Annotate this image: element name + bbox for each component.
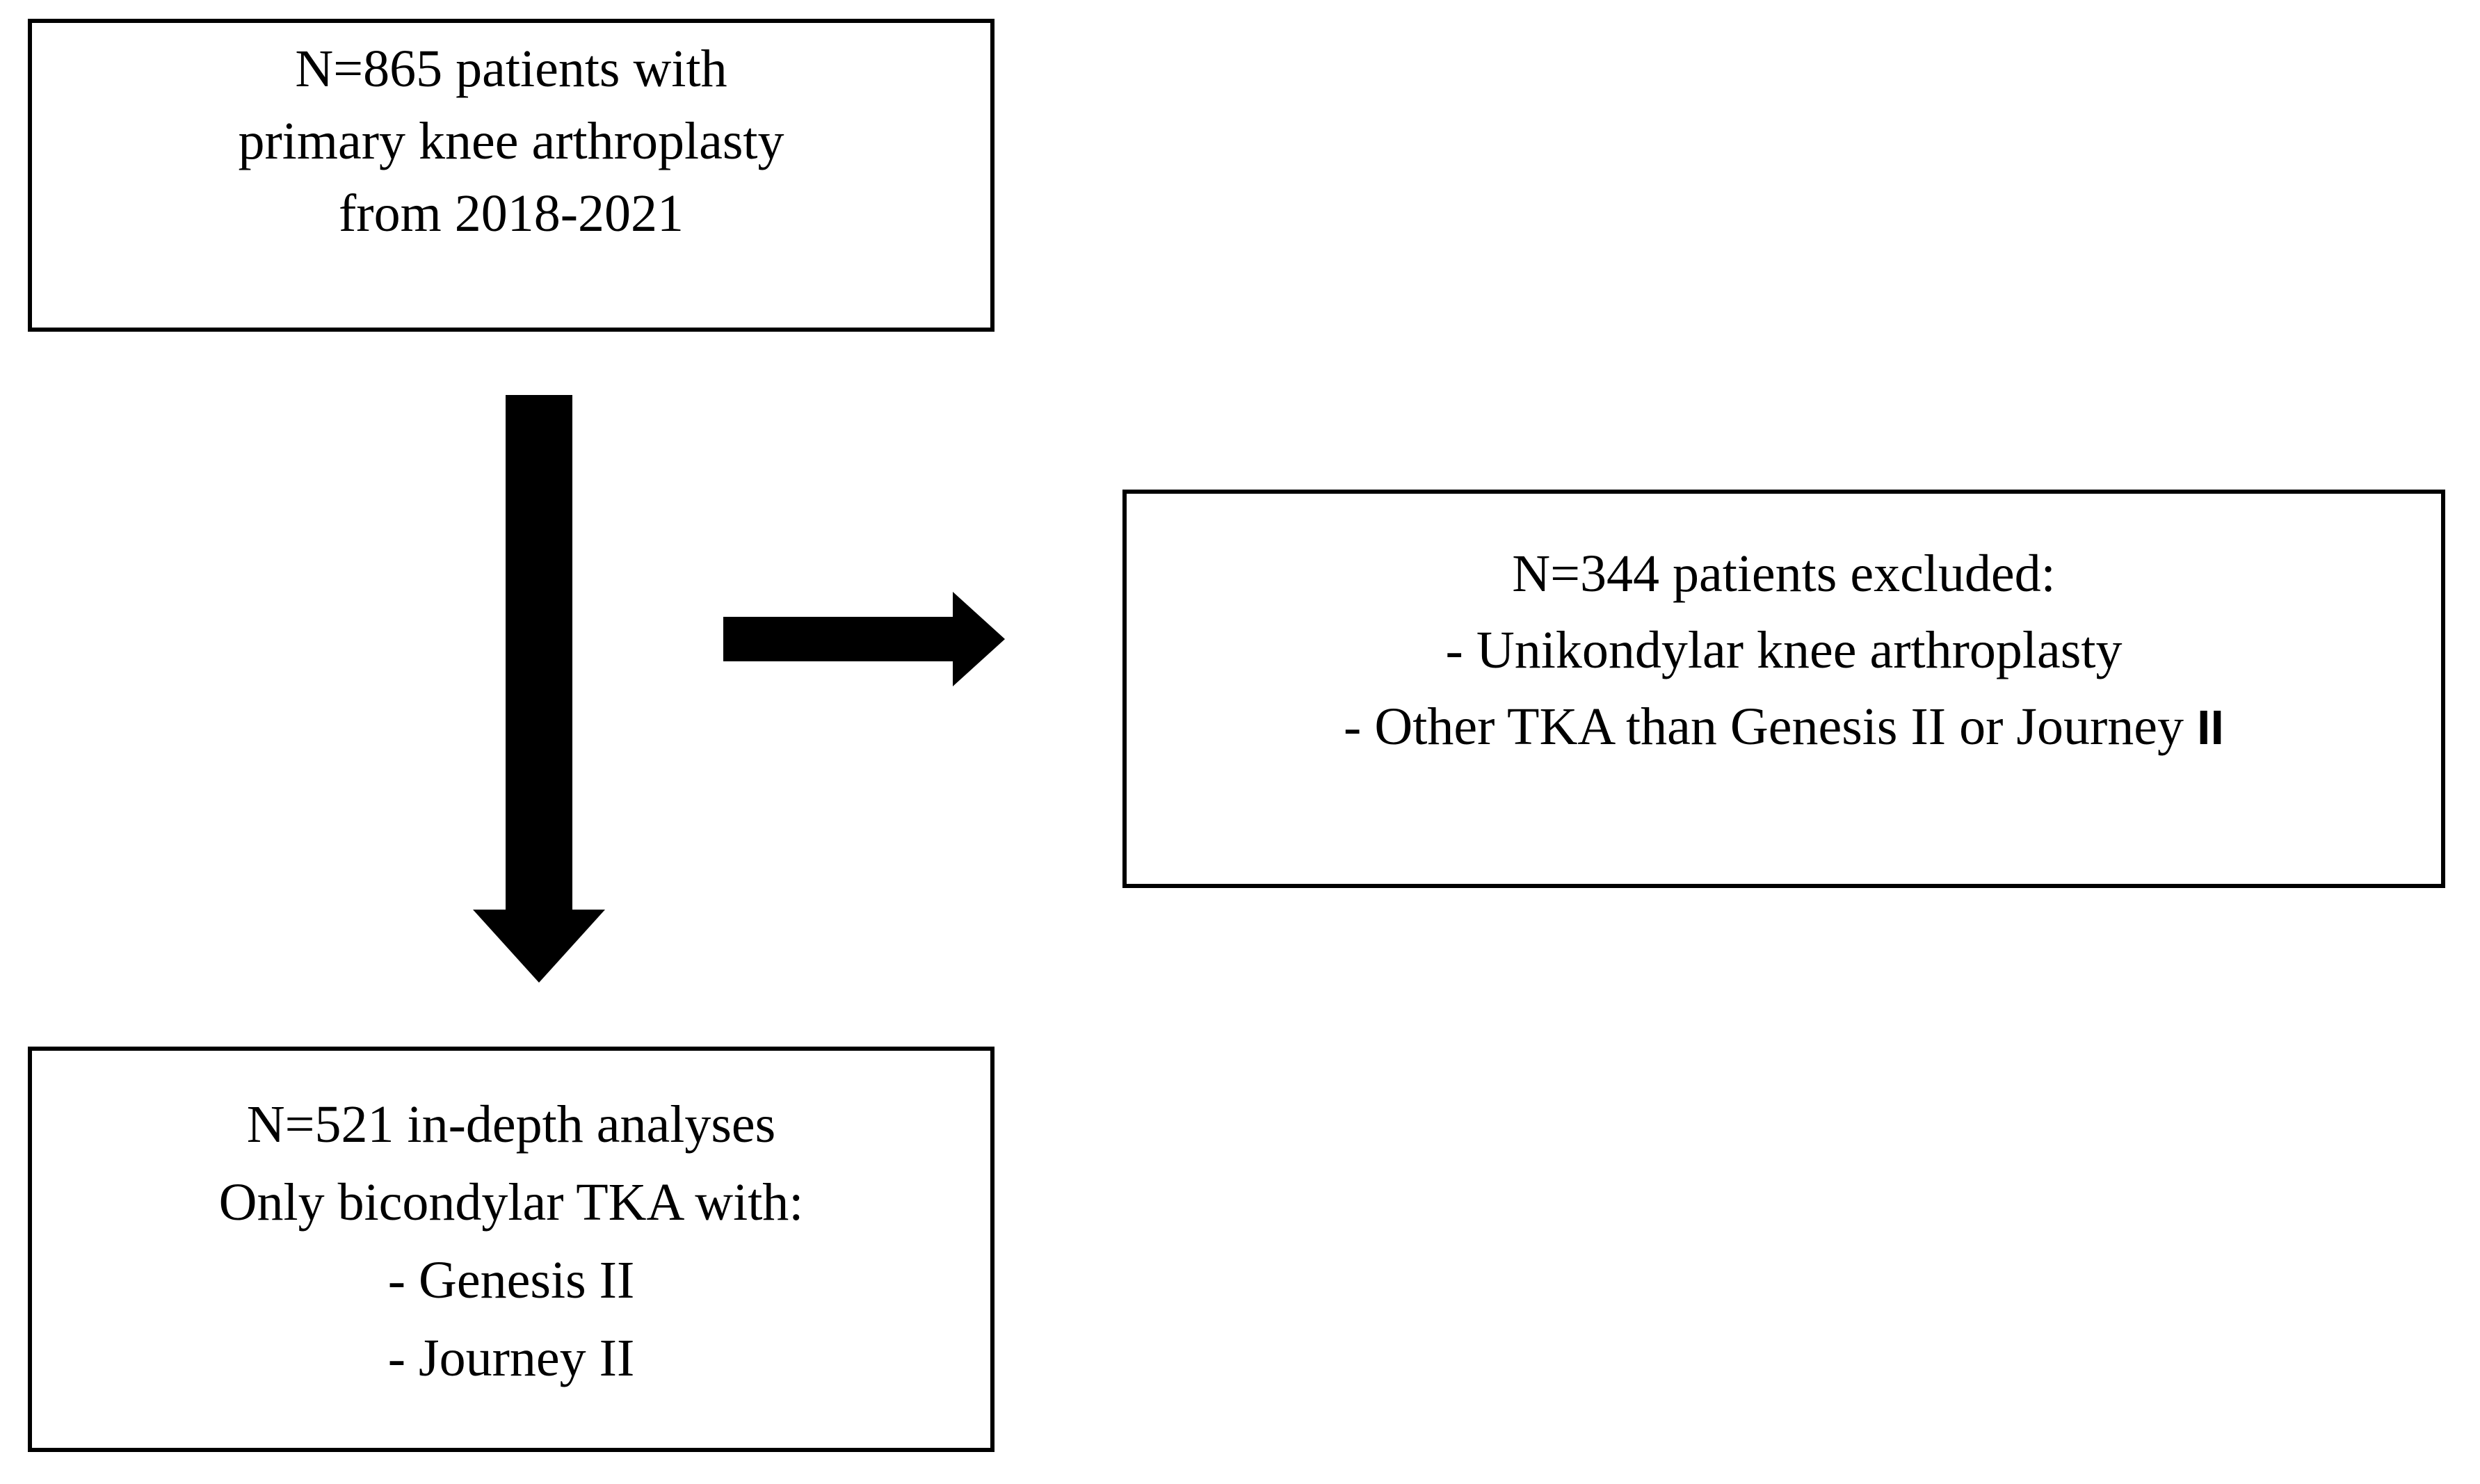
arrow-right-icon: [723, 588, 1005, 691]
included-line-3: - Genesis II: [387, 1251, 635, 1309]
flowchart-box-included: N=521 in-depth analyses Only bicondylar …: [28, 1047, 995, 1452]
included-line-2: Only bicondylar TKA with:: [218, 1173, 804, 1232]
excluded-line-3-text: - Other TKA than Genesis II or Journey: [1344, 697, 2198, 756]
flowchart-box-source-cohort: N=865 patients with primary knee arthrop…: [28, 19, 995, 332]
excluded-line-3: - Other TKA than Genesis II or Journey I…: [1344, 688, 2224, 766]
cohort-line-3: from 2018-2021: [338, 184, 684, 243]
flowchart-box-excluded: N=344 patients excluded: - Unikondylar k…: [1122, 490, 2445, 888]
cohort-line-2: primary knee arthroplasty: [238, 112, 784, 170]
excluded-trailing-numeral: II: [2197, 700, 2224, 755]
excluded-line-1: N=344 patients excluded:: [1512, 545, 2056, 603]
cohort-line-1: N=865 patients with: [295, 40, 727, 98]
included-line-4: - Journey II: [387, 1329, 635, 1387]
included-line-1: N=521 in-depth analyses: [246, 1095, 776, 1154]
arrow-down-icon: [466, 395, 612, 983]
excluded-line-2: - Unikondylar knee arthroplasty: [1445, 621, 2123, 679]
